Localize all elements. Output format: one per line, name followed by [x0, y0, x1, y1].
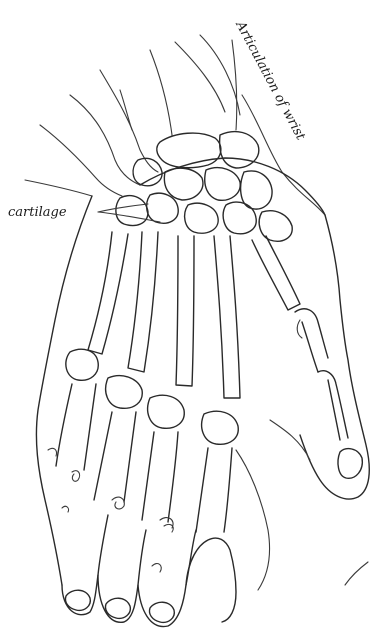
cartilage-label: cartilage	[8, 205, 67, 220]
fingernails	[65, 590, 174, 622]
phalanges	[56, 349, 238, 532]
forearm-lines	[25, 35, 325, 215]
thumb-bones	[295, 309, 362, 478]
finger-outlines	[62, 420, 310, 627]
articulation-label: Articulation of wrist	[232, 18, 308, 144]
metacarpal-bones	[88, 232, 300, 398]
crease-marks	[48, 448, 368, 585]
carpal-bones	[116, 132, 292, 242]
